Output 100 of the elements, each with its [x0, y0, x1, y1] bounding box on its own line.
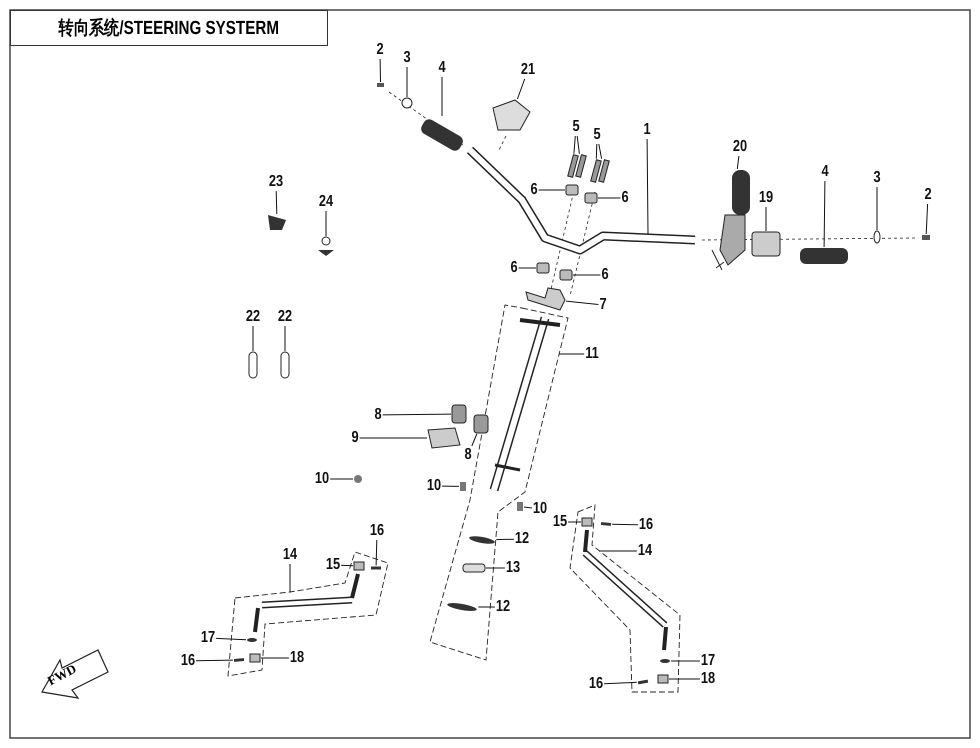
bushing	[452, 404, 466, 424]
nut	[354, 562, 364, 570]
leader-line	[670, 660, 700, 662]
leader-line	[612, 524, 638, 526]
dashed-outline	[429, 304, 569, 661]
leader-line	[252, 326, 254, 352]
clip	[268, 215, 286, 230]
callout-number: 22	[246, 309, 260, 325]
callout-number: 10	[314, 471, 330, 487]
callout-number: 10	[532, 501, 548, 517]
nut	[460, 482, 466, 491]
leader-line	[196, 660, 234, 662]
leader-line	[573, 136, 576, 154]
nut	[354, 475, 362, 483]
cotter-pin	[371, 566, 381, 570]
callout-number: 2	[376, 42, 384, 58]
callout-number: 5	[572, 119, 580, 135]
leader-line	[598, 550, 638, 552]
handlebar-grip	[800, 248, 848, 264]
bushing	[474, 414, 488, 434]
leader-line	[604, 682, 638, 684]
callout-number: 24	[318, 194, 334, 210]
seal-disc	[469, 536, 495, 544]
callout-number: 18	[700, 671, 716, 687]
leader-line	[566, 300, 599, 305]
leader-line	[340, 564, 354, 566]
direction-label: FWD	[44, 660, 80, 690]
callout-number: 3	[873, 170, 881, 186]
leader-line	[524, 506, 532, 508]
callout-number: 5	[593, 127, 601, 143]
callout-number: 16	[180, 653, 196, 669]
callout-number: 6	[510, 260, 518, 276]
bearing-ring	[462, 564, 486, 572]
leader-line	[876, 186, 878, 230]
callout-number: 15	[552, 514, 568, 530]
callout-number: 1	[643, 122, 651, 138]
callout-number: 14	[638, 543, 652, 559]
callout-number: 17	[200, 630, 216, 646]
leader-line	[926, 204, 928, 234]
steering-clamp	[525, 287, 566, 311]
callout-number: 14	[282, 547, 298, 563]
callout-number: 6	[530, 182, 538, 198]
callout-number: 12	[496, 599, 510, 615]
cotter-pin	[638, 680, 648, 684]
callout-number: 15	[326, 557, 340, 573]
callout-number: 13	[506, 560, 520, 576]
rivet	[318, 236, 334, 256]
callout-number: 2	[924, 187, 932, 203]
leader-line	[516, 78, 526, 100]
seal-disc	[447, 603, 477, 611]
leader-line	[598, 144, 602, 160]
callout-number: 8	[464, 447, 472, 463]
callout-number: 16	[638, 517, 654, 533]
dashed-outline	[570, 504, 680, 692]
strap	[248, 352, 258, 378]
callout-number: 23	[268, 174, 284, 190]
bolt	[377, 83, 384, 87]
nut	[582, 518, 592, 526]
leader-line	[576, 136, 580, 154]
clamp-block	[560, 270, 572, 280]
bolt	[922, 235, 930, 240]
leader-line	[471, 434, 478, 446]
leader-line	[406, 66, 408, 98]
callout-number: 20	[732, 139, 748, 155]
switch-housing	[752, 232, 780, 256]
leader-line	[216, 638, 246, 640]
callout-number: 6	[601, 267, 609, 283]
callout-number: 10	[426, 478, 442, 494]
callout-number: 16	[370, 523, 384, 539]
nut	[250, 654, 260, 662]
washer	[660, 659, 670, 663]
callout-number: 22	[278, 309, 292, 325]
cotter-pin	[234, 658, 244, 662]
leader-line	[668, 678, 700, 680]
callout-number: 7	[599, 297, 607, 313]
washer	[402, 98, 412, 108]
leader-line	[382, 414, 452, 416]
callout-number: 3	[403, 50, 411, 66]
washer	[247, 638, 257, 642]
callout-number: 16	[588, 676, 604, 692]
callout-number: 17	[700, 653, 716, 669]
clamp-block	[536, 262, 550, 274]
callout-number: 8	[374, 407, 382, 423]
leader-line	[736, 156, 740, 170]
leader-line	[478, 606, 496, 608]
leader-line	[380, 58, 381, 82]
washer	[874, 230, 880, 244]
leader-line	[376, 540, 378, 566]
callout-number: 18	[290, 650, 304, 666]
leader-line	[572, 274, 601, 276]
bracket	[427, 427, 461, 449]
callout-number: 4	[438, 60, 446, 76]
handlebar	[466, 146, 696, 254]
switch-housing	[492, 99, 531, 130]
callout-number: 11	[585, 346, 599, 362]
leader-line	[284, 326, 286, 352]
callout-number: 21	[520, 62, 536, 78]
leader-line	[330, 478, 354, 480]
callout-number: 4	[821, 164, 829, 180]
leader-line	[276, 190, 278, 214]
